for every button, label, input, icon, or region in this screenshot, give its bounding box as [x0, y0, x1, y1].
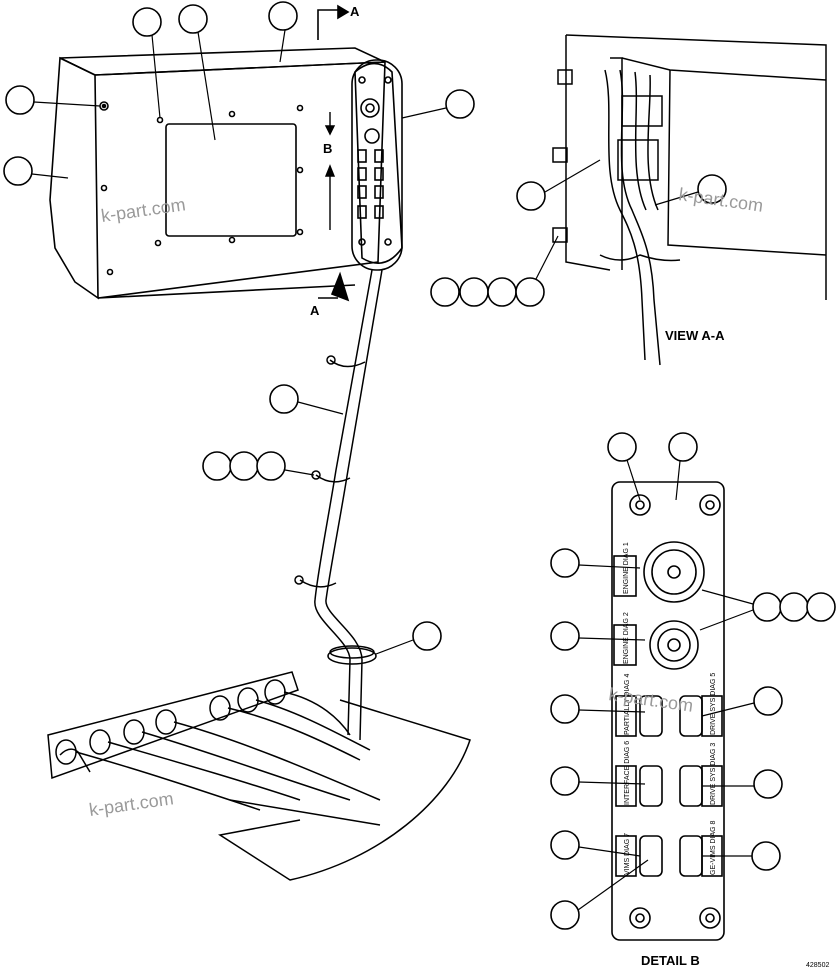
callout-balloon — [256, 451, 286, 481]
view-a-a-title: VIEW A-A — [665, 328, 725, 343]
callout-balloon — [668, 432, 698, 462]
connector-label: ENGINE DIAG 2 — [623, 612, 630, 664]
callout-balloon — [5, 85, 35, 115]
connector-label: INTERFACE DIAG 6 — [624, 741, 631, 805]
callout-balloon — [697, 174, 727, 204]
callout-balloon — [202, 451, 232, 481]
section-a-bottom: A — [310, 303, 320, 318]
callout-balloon — [459, 277, 489, 307]
callout-balloon — [268, 1, 298, 31]
callout-balloon — [607, 432, 637, 462]
control-enclosure — [49, 47, 386, 300]
callout-balloon — [753, 686, 783, 716]
leader-lines — [31, 29, 755, 911]
callout-balloon — [550, 830, 580, 860]
connector-label: ENGINE DIAG 1 — [623, 542, 630, 594]
callout-balloon — [752, 592, 782, 622]
detail-b-title: DETAIL B — [641, 953, 700, 968]
callout-balloon — [806, 592, 836, 622]
callout-balloon — [779, 592, 809, 622]
bulkhead-plate — [47, 671, 471, 881]
callout-balloon — [3, 156, 33, 186]
connector-label: GE-VIMS DIAG 8 — [710, 820, 717, 875]
callout-balloon — [430, 277, 460, 307]
callout-balloon — [550, 900, 580, 930]
callout-balloon — [516, 181, 546, 211]
connector-label: PARTIALLY DIAG 4 — [624, 674, 631, 735]
callout-balloon — [515, 277, 545, 307]
watermark: k-part.com — [88, 788, 175, 820]
watermark: k-part.com — [677, 184, 764, 216]
section-a-arrows — [317, 4, 350, 302]
callout-balloons — [3, 1, 836, 930]
callout-balloon — [445, 89, 475, 119]
connector-label: DRIVE SYS DIAG 3 — [710, 743, 717, 805]
section-a-top: A — [350, 4, 360, 19]
callout-balloon — [132, 7, 162, 37]
view-a-a — [552, 34, 827, 366]
callout-balloon — [229, 451, 259, 481]
watermark: k-part.com — [100, 194, 187, 226]
callout-balloon — [550, 766, 580, 796]
callout-balloon — [550, 694, 580, 724]
wire-harness — [294, 269, 383, 741]
callout-balloon — [412, 621, 442, 651]
callout-balloon — [753, 769, 783, 799]
detail-b-mark: B — [323, 141, 332, 156]
drawing-number: 428502 — [806, 962, 829, 969]
detail-b-indicator — [324, 112, 336, 230]
connector-label: DRIVE SYS DIAG 5 — [710, 673, 717, 735]
callout-balloon — [751, 841, 781, 871]
callout-balloon — [178, 4, 208, 34]
callout-balloon — [550, 548, 580, 578]
callout-balloon — [269, 384, 299, 414]
side-connector-panel — [351, 59, 403, 271]
callout-balloon — [550, 621, 580, 651]
callout-balloon — [487, 277, 517, 307]
